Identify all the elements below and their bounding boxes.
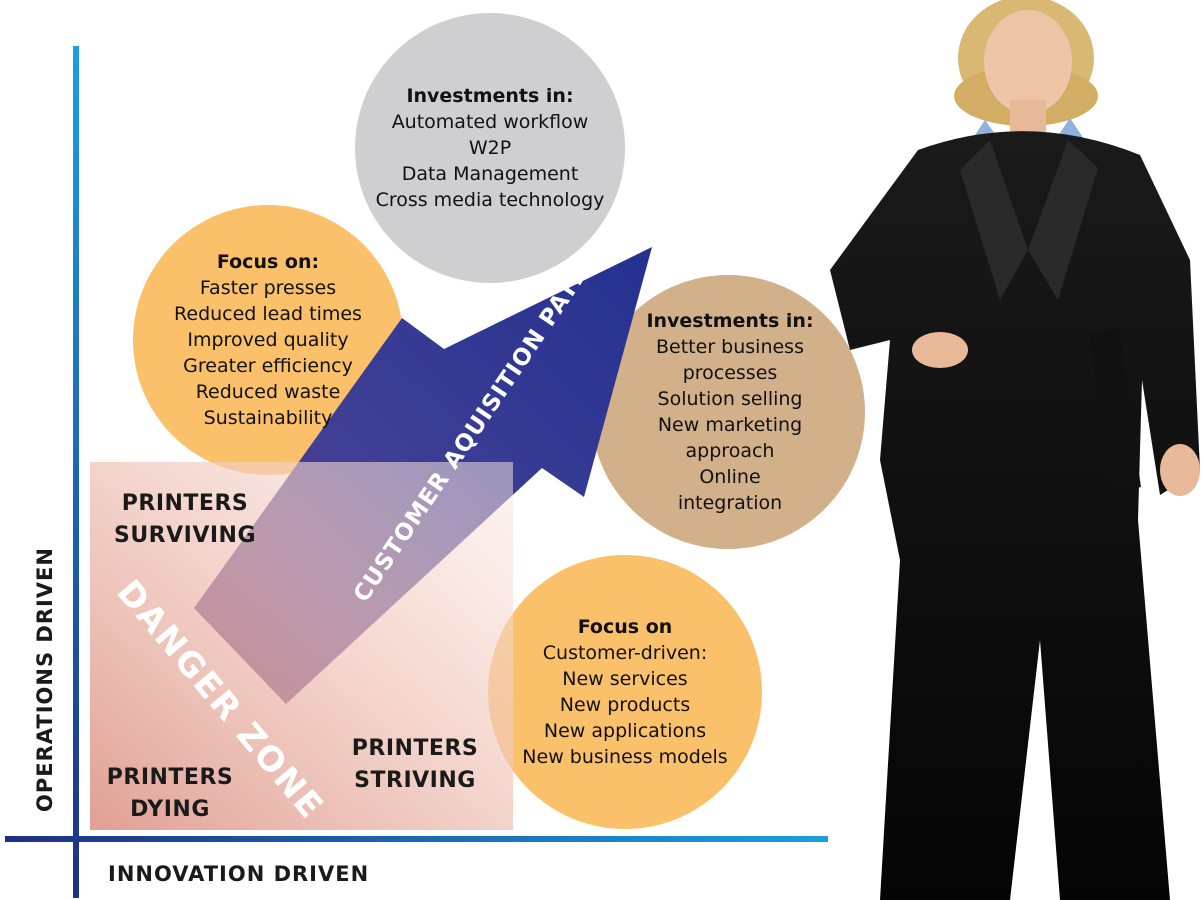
bubble-line: Faster presses: [199, 277, 337, 299]
bubble-heading: Investments in:: [646, 310, 814, 332]
bubble-line: Online: [699, 466, 761, 488]
bubble-line: Cross media technology: [375, 189, 605, 211]
bubble-focus-left: Focus on: Faster presses Reduced lead ti…: [133, 205, 403, 475]
label-printers-surviving: PRINTERS SURVIVING: [100, 488, 270, 552]
tan-bubble-shape: [591, 275, 865, 549]
horizontal-axis-label: INNOVATION DRIVEN: [108, 862, 370, 886]
bubble-heading: Focus on:: [216, 251, 320, 273]
label-printers-dying: PRINTERS DYING: [85, 762, 255, 826]
bubble-focus-bottom: Focus on Customer-driven: New services N…: [488, 555, 762, 829]
bubble-line: New products: [559, 694, 691, 716]
businesswoman-figure: [830, 0, 1200, 900]
gray-bubble-shape: [355, 13, 625, 283]
bubble-line: integration: [677, 492, 783, 514]
label-line: STRIVING: [354, 768, 476, 793]
bubble-line: Automated workflow: [391, 111, 589, 133]
bubble-line: Customer-driven:: [542, 642, 708, 664]
bubble-line: W2P: [468, 137, 512, 159]
orange-bubble-bottom-shape: [488, 555, 762, 829]
bubble-line: New applications: [543, 720, 707, 742]
bubble-line: Data Management: [401, 163, 579, 185]
bubble-investments-top: Investments in: Automated workflow W2P D…: [355, 13, 625, 283]
orange-bubble-left-shape: [133, 205, 403, 475]
horizontal-axis-line: [5, 836, 828, 842]
label-line: PRINTERS: [121, 491, 249, 516]
danger-zone-region: [90, 462, 513, 830]
bubble-line: New business models: [522, 746, 728, 768]
label-line: DYING: [130, 797, 210, 822]
bubble-line: Sustainability: [203, 407, 333, 429]
vertical-axis-label: OPERATIONS DRIVEN: [33, 547, 57, 812]
bubble-line: Reduced lead times: [174, 303, 362, 325]
bubble-line: Better business: [656, 336, 804, 358]
vertical-axis-line: [73, 46, 79, 898]
bubble-line: New services: [562, 668, 688, 690]
bubble-line: New marketing: [657, 414, 803, 436]
bubble-line: Solution selling: [657, 388, 803, 410]
bubble-line: approach: [685, 440, 775, 462]
bubble-heading: Investments in:: [406, 85, 574, 107]
label-line: PRINTERS: [106, 765, 234, 790]
label-line: PRINTERS: [351, 736, 479, 761]
bubble-line: Reduced waste: [195, 381, 341, 403]
bubble-line: Improved quality: [187, 329, 349, 351]
bubble-line: processes: [682, 362, 778, 384]
bubble-investments-right: Investments in: Better business processe…: [593, 275, 867, 549]
bubble-line: Greater efficiency: [183, 355, 353, 377]
label-line: SURVIVING: [113, 523, 257, 548]
bubble-heading: Focus on: [577, 616, 673, 638]
label-printers-striving: PRINTERS STRIVING: [330, 733, 500, 797]
